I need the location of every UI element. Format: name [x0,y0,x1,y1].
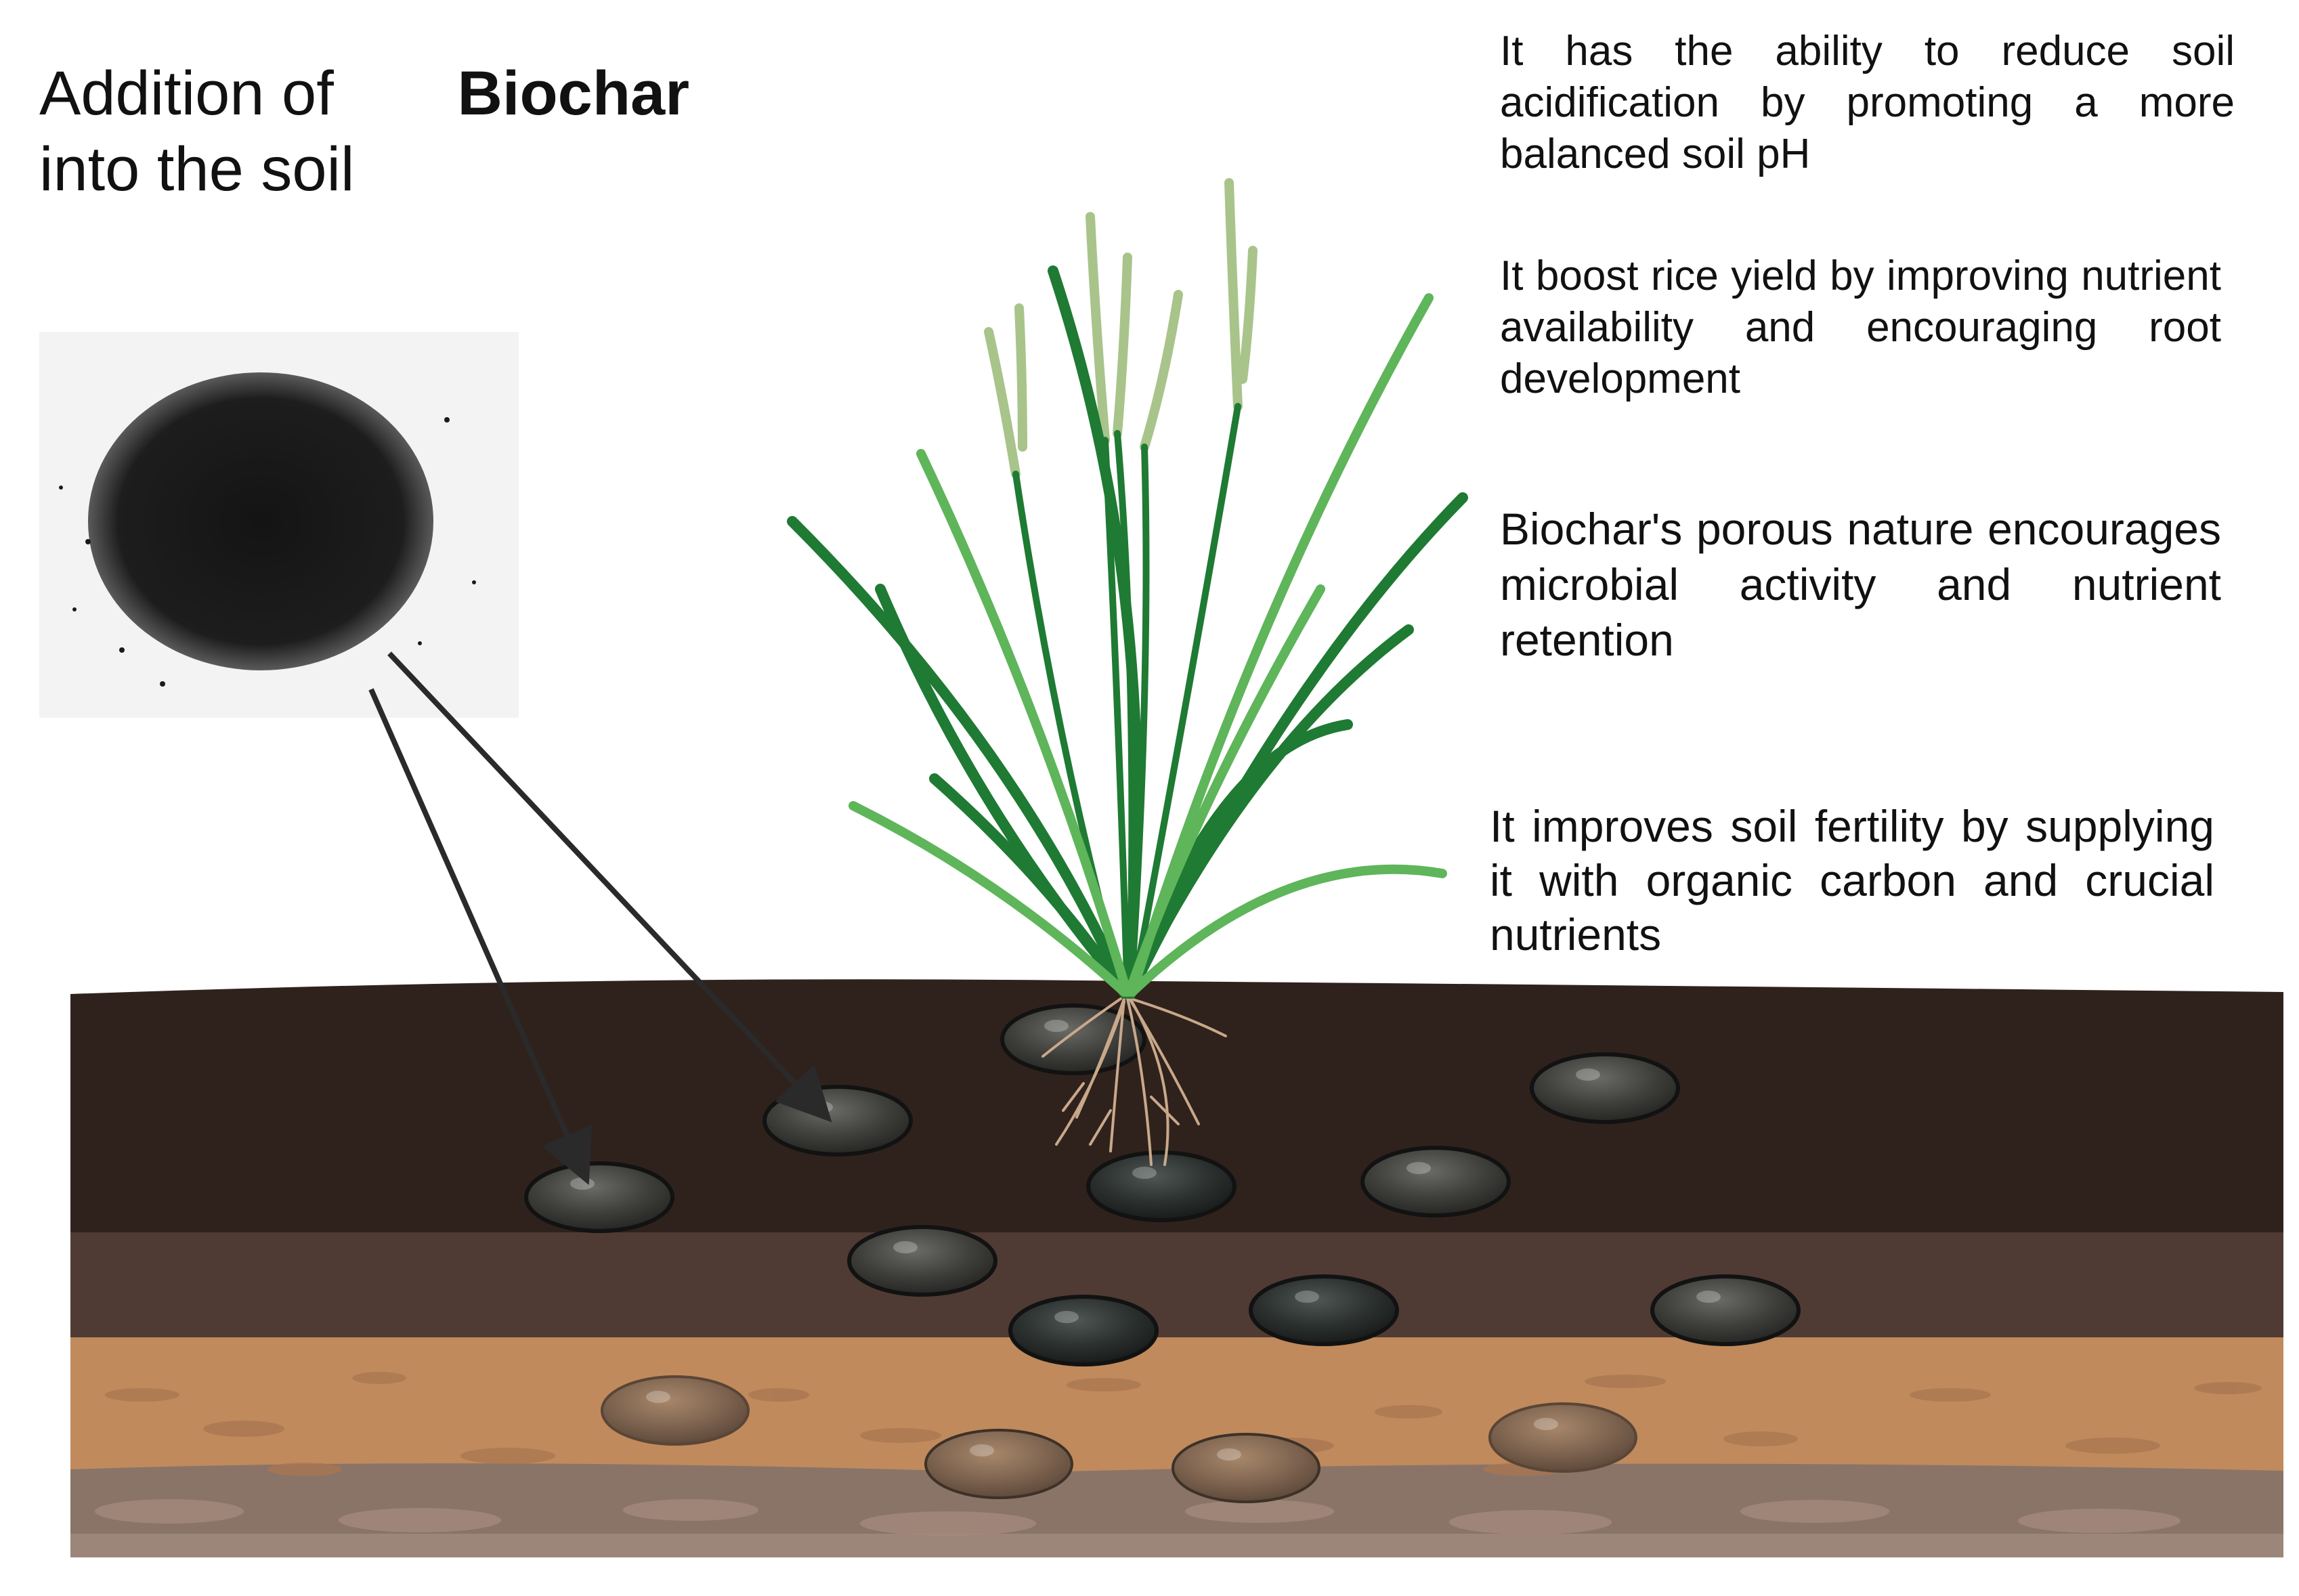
biochar-particle [1000,1004,1146,1075]
biochar-particle [1360,1146,1511,1217]
biochar-particle [524,1161,674,1233]
arrow-to-particle [387,651,832,1123]
biochar-particle [1650,1274,1801,1346]
bedrock-texture [95,1499,2180,1536]
benefit-soil-acidification: It has the ability to reduce soil acidif… [1500,28,2235,177]
biochar-photo [39,332,519,718]
biochar-particle [1086,1150,1237,1222]
arrows [368,651,832,1185]
biochar-particle [762,1085,913,1157]
biochar-pile [88,372,433,670]
biochar-particle [1249,1274,1399,1346]
biochar-particles [524,1004,1801,1503]
title-bold: Biochar [457,59,689,128]
biochar-particle [601,1375,750,1446]
rice-stems [1012,403,1241,999]
rice-plant [787,178,1468,999]
biochar-particle [1530,1052,1680,1124]
midsoil-layer [70,1232,2283,1344]
rice-leaves-dark [787,265,1468,997]
benefit-soil-fertility: It improves soil fertility by supplying … [1490,801,2214,959]
biochar-particle [1008,1295,1159,1366]
diagram-title: Addition of Biochar into the soil [39,56,689,207]
rice-leaves-light [848,293,1447,997]
title-part2: into the soil [39,135,355,204]
title-part1: Addition of [39,59,334,128]
biochar-particle [1172,1433,1320,1503]
benefit-microbial-activity: Biochar's porous nature encourages micro… [1500,504,2221,665]
title-line-1: Addition of Biochar [39,56,689,131]
benefit-rice-yield: It boost rice yield by improving nutrien… [1500,253,2221,402]
arrow-to-particle [368,688,593,1185]
biochar-particle [847,1225,997,1297]
rice-panicles [984,178,1258,479]
rice-roots [1041,997,1227,1166]
biochar-particle [1488,1402,1637,1473]
biochar-particle [924,1429,1073,1499]
subsoil-layer [70,1337,2283,1483]
